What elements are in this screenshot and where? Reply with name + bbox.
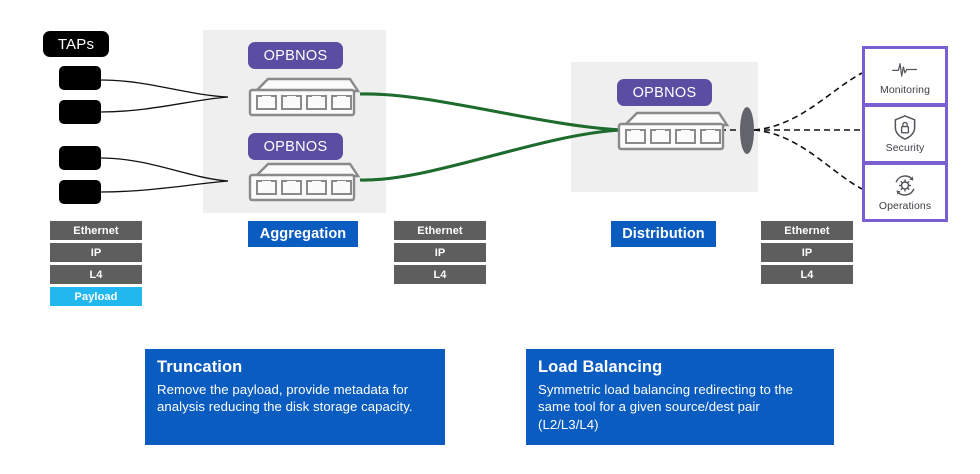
stack-cell-ethernet: Ethernet <box>394 221 486 240</box>
packet-stack-ingress: Ethernet IP L4 Payload <box>50 221 142 309</box>
tap-box-2[interactable] <box>59 100 101 124</box>
taps-label: TAPs <box>43 31 109 57</box>
tool-label-monitoring: Monitoring <box>879 84 931 96</box>
stack-cell-ip: IP <box>50 243 142 262</box>
tap-box-4[interactable] <box>59 180 101 204</box>
tool-link-operations <box>753 129 863 190</box>
switch-icon-distribution-1[interactable] <box>609 108 731 153</box>
callout-truncation: Truncation Remove the payload, provide m… <box>145 349 445 445</box>
switch-icon-aggregation-2[interactable] <box>240 159 362 204</box>
opbnos-badge-aggregation-2[interactable]: OPBNOS <box>248 133 343 160</box>
stack-cell-l4: L4 <box>50 265 142 284</box>
stack-cell-ip: IP <box>761 243 853 262</box>
callout-body: Remove the payload, provide metadata for… <box>157 381 413 415</box>
tool-box-operations[interactable]: Operations <box>862 162 948 222</box>
stack-cell-ip: IP <box>394 243 486 262</box>
opbnos-badge-distribution-1[interactable]: OPBNOS <box>617 79 712 106</box>
stack-cell-ethernet: Ethernet <box>761 221 853 240</box>
stack-cell-l4: L4 <box>394 265 486 284</box>
callout-title: Load Balancing <box>538 358 663 376</box>
gear-refresh-icon <box>895 175 915 196</box>
tool-label-operations: Operations <box>878 200 932 212</box>
callout-title: Truncation <box>157 358 243 376</box>
tool-label-security: Security <box>885 142 925 154</box>
tap-box-1[interactable] <box>59 66 101 90</box>
stage-chip-distribution[interactable]: Distribution <box>611 221 716 247</box>
callout-body: Symmetric load balancing redirecting to … <box>538 381 794 432</box>
load-balancer-ellipse <box>740 107 754 154</box>
stack-cell-payload: Payload <box>50 287 142 306</box>
stack-cell-l4: L4 <box>761 265 853 284</box>
packet-stack-aggregation-egress: Ethernet IP L4 <box>394 221 486 287</box>
packet-stack-distribution-egress: Ethernet IP L4 <box>761 221 853 287</box>
callout-load-balancing: Load Balancing Symmetric load balancing … <box>526 349 834 445</box>
shield-lock-icon <box>894 115 916 140</box>
tool-box-security[interactable]: Security <box>862 104 948 164</box>
tap-box-3[interactable] <box>59 146 101 170</box>
stack-cell-ethernet: Ethernet <box>50 221 142 240</box>
opbnos-badge-aggregation-1[interactable]: OPBNOS <box>248 42 343 69</box>
tool-box-monitoring[interactable]: Monitoring <box>862 46 948 106</box>
stage-chip-aggregation[interactable]: Aggregation <box>248 221 358 247</box>
waveform-icon <box>892 63 918 77</box>
tool-link-monitoring <box>753 72 863 131</box>
switch-icon-aggregation-1[interactable] <box>240 74 362 119</box>
